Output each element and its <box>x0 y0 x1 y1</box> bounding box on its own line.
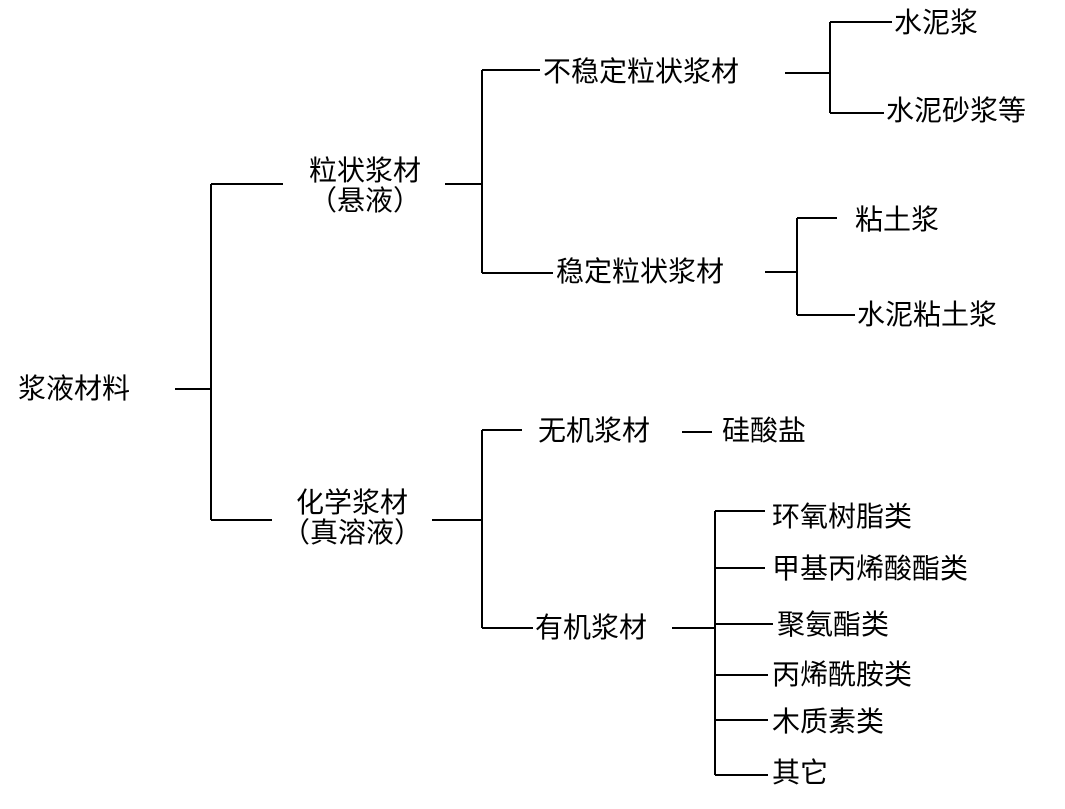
stable-granular-node: 稳定粒状浆材 <box>556 255 725 288</box>
granular-label: 粒状浆材 <box>308 154 421 187</box>
leaf-label: 环氧树脂类 <box>772 500 913 533</box>
unstable-granular-node: 不稳定粒状浆材 <box>543 55 740 88</box>
chemical-node: 化学浆材 （真溶液） <box>272 488 432 548</box>
stable-granular-label: 稳定粒状浆材 <box>556 255 725 288</box>
granular-sublabel: （悬液） <box>308 184 421 217</box>
leaf-label: 聚氨酯类 <box>777 608 890 641</box>
leaf-node: 丙烯酰胺类 <box>772 658 913 691</box>
organic-label: 有机浆材 <box>535 611 648 644</box>
leaf-label: 丙烯酰胺类 <box>772 658 913 691</box>
leaf-node: 粘土浆 <box>855 203 940 236</box>
leaf-node: 水泥砂浆等 <box>886 94 1027 127</box>
leaf-label: 木质素类 <box>772 705 885 738</box>
leaf-node: 水泥浆 <box>894 6 979 39</box>
leaf-label: 水泥粘土浆 <box>857 298 998 331</box>
inorganic-node: 无机浆材 <box>538 414 651 447</box>
leaf-node: 硅酸盐 <box>722 414 807 447</box>
granular-node: 粒状浆材 （悬液） <box>285 156 445 216</box>
chemical-label: 化学浆材 <box>295 486 408 519</box>
leaf-node: 聚氨酯类 <box>777 608 890 641</box>
leaf-node: 甲基丙烯酸酯类 <box>772 552 969 585</box>
root-label: 浆液材料 <box>18 372 131 405</box>
leaf-label: 其它 <box>772 756 829 789</box>
root-node: 浆液材料 <box>18 372 131 405</box>
leaf-node: 水泥粘土浆 <box>857 298 998 331</box>
leaf-node: 木质素类 <box>772 705 885 738</box>
leaf-label: 硅酸盐 <box>722 414 807 447</box>
leaf-label: 水泥浆 <box>894 6 979 39</box>
chemical-sublabel: （真溶液） <box>281 516 422 549</box>
inorganic-label: 无机浆材 <box>538 414 651 447</box>
leaf-label: 甲基丙烯酸酯类 <box>772 552 969 585</box>
leaf-label: 粘土浆 <box>855 203 940 236</box>
organic-node: 有机浆材 <box>535 611 648 644</box>
leaf-node: 其它 <box>772 756 829 789</box>
leaf-node: 环氧树脂类 <box>772 500 913 533</box>
leaf-label: 水泥砂浆等 <box>886 94 1027 127</box>
unstable-granular-label: 不稳定粒状浆材 <box>543 55 740 88</box>
